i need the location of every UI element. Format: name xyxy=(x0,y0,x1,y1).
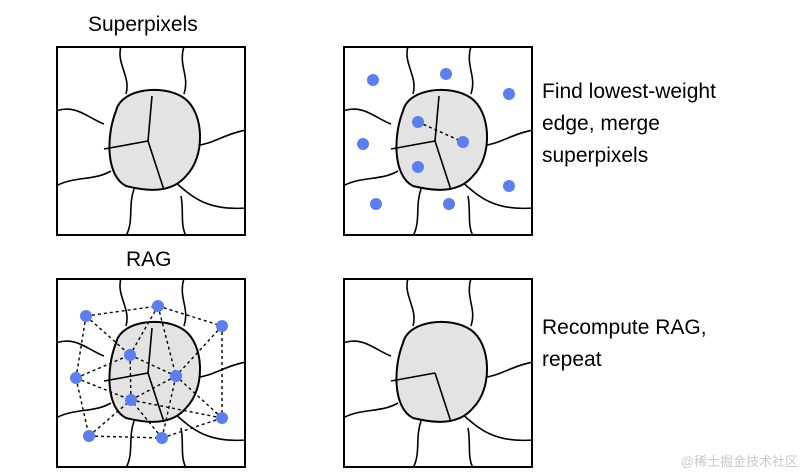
lowest-weight-edge xyxy=(417,121,464,143)
inner-boundaries xyxy=(390,372,452,423)
merged-region xyxy=(395,320,488,423)
node xyxy=(412,116,424,128)
node xyxy=(457,136,469,148)
panel-border xyxy=(56,278,246,468)
node xyxy=(443,198,455,210)
node xyxy=(440,68,452,80)
node xyxy=(503,88,515,100)
merged-region xyxy=(395,88,488,191)
node xyxy=(503,180,515,192)
panel-border xyxy=(56,46,246,236)
label-superpixels: Superpixels xyxy=(88,13,198,36)
inner-boundaries xyxy=(103,95,165,191)
label-recompute-step: Recompute RAG, repeat xyxy=(542,312,707,376)
merge-step-line-2: edge, merge xyxy=(542,112,660,135)
node xyxy=(170,370,182,382)
node xyxy=(156,432,168,444)
recompute-step-line-2: repeat xyxy=(542,348,602,371)
node xyxy=(83,430,95,442)
watermark: @稀土掘金技术社区 xyxy=(680,454,798,469)
node xyxy=(125,394,137,406)
node xyxy=(152,300,164,312)
inner-boundaries xyxy=(390,95,452,191)
merged-region xyxy=(108,88,201,191)
node xyxy=(412,161,424,173)
rag-edges xyxy=(75,305,223,439)
node xyxy=(216,412,228,424)
panel-border xyxy=(343,46,533,236)
node xyxy=(370,198,382,210)
inner-boundaries xyxy=(103,327,165,423)
merge-step-line-3: superpixels xyxy=(542,144,649,167)
node xyxy=(124,349,136,361)
node xyxy=(357,138,369,150)
node xyxy=(70,372,82,384)
panel-border xyxy=(343,278,533,468)
node xyxy=(367,74,379,86)
node xyxy=(80,310,92,322)
recompute-step-line-1: Recompute RAG, xyxy=(542,316,707,339)
merge-step-line-1: Find lowest-weight xyxy=(542,80,716,103)
label-merge-step: Find lowest-weight edge, merge superpixe… xyxy=(542,76,716,172)
boundary-lines xyxy=(343,46,533,236)
label-rag: RAG xyxy=(126,248,172,271)
rag-nodes xyxy=(70,300,228,444)
superpixel-nodes xyxy=(357,68,515,210)
panel-recompute xyxy=(343,278,533,468)
panel-merge xyxy=(343,46,533,236)
panel-superpixels xyxy=(56,46,246,236)
node xyxy=(216,320,228,332)
panel-rag xyxy=(56,278,246,468)
